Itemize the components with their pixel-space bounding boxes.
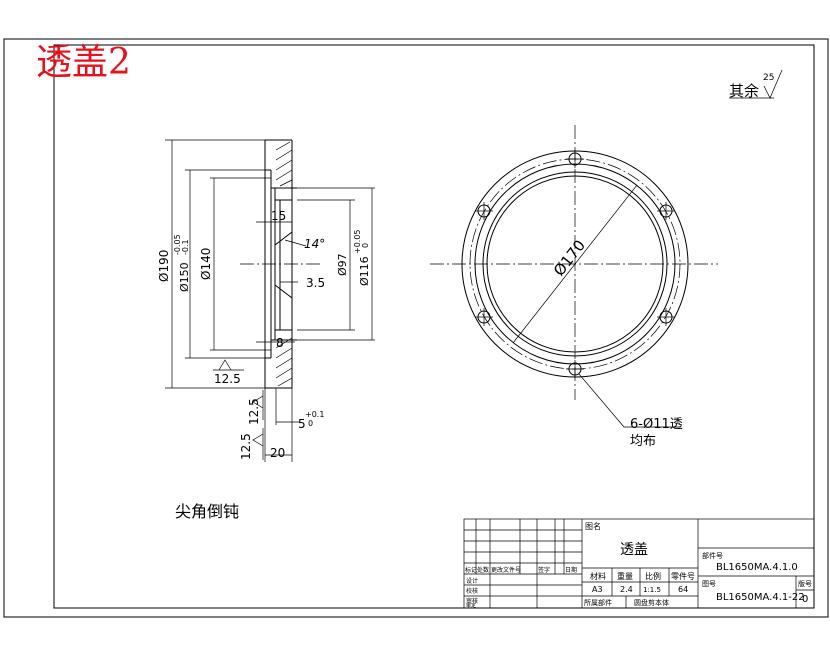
holes-note-line1: 6-Ø11透	[630, 417, 683, 432]
dim-d140: Ø140	[199, 248, 213, 280]
bolt-hole-marks	[475, 150, 675, 378]
sheet-value: 0	[802, 594, 808, 605]
rev-header-count: 处数	[477, 566, 489, 574]
label-drawing-no: 图号	[702, 580, 716, 588]
roughness-symbol-side-1	[213, 359, 244, 371]
col-parts: 零件号	[671, 571, 695, 581]
sign-row-approve: 审定	[466, 602, 476, 609]
dim-w5-tol-lower: 0	[308, 419, 313, 428]
sign-row-check: 校核	[466, 587, 478, 595]
rev-header-date: 日期	[565, 566, 577, 574]
dim-d190: Ø190	[157, 250, 171, 282]
dim-d170: Ø170	[550, 237, 589, 280]
dim-w20: 20	[270, 446, 285, 460]
col-material: 材料	[590, 571, 606, 581]
label-part-no: 部件号	[702, 551, 723, 560]
dim-w15: 15	[271, 209, 286, 223]
roughness-side-1: 12.5	[214, 372, 241, 386]
owner-value: 圆盘剪本体	[634, 598, 669, 607]
dim-d150: Ø150	[178, 262, 191, 292]
title-block	[463, 518, 815, 609]
weight-value: 2.4	[620, 585, 633, 594]
side-view-extension-lines	[165, 139, 375, 462]
roughness-side-3: 12.5	[239, 433, 253, 460]
dim-w8: 8	[276, 336, 284, 350]
dim-d97: Ø97	[336, 253, 349, 276]
technical-note: 尖角倒钝	[175, 502, 239, 521]
col-weight: 重量	[617, 571, 633, 581]
part-no: BL1650MA.4.1.0	[716, 562, 798, 573]
holes-leader	[578, 373, 680, 428]
col-scale: 比例	[645, 571, 661, 581]
parts-value: 64	[678, 585, 688, 594]
roughness-side-2: 12.5	[247, 398, 261, 425]
dim-d150-tol-upper: -0.05	[173, 234, 182, 255]
front-view-centerlines	[430, 125, 718, 400]
sign-row-review: 审核	[466, 597, 478, 605]
dim-w35: 3.5	[306, 276, 325, 290]
scale-value: 1:1.5	[643, 586, 661, 594]
roughness-symbol-side-2	[252, 390, 264, 420]
dim-d116-tol-upper: +0.05	[353, 229, 362, 254]
sheet-border	[3, 38, 829, 618]
dim-angle: 14°	[304, 237, 325, 251]
side-view-dimension-lines	[171, 140, 373, 456]
roughness-note-value: 25	[763, 73, 774, 83]
label-name: 图名	[585, 521, 601, 531]
dim-w5: 5	[298, 417, 306, 431]
roughness-note: 其余	[729, 82, 759, 100]
dim-w5-tol-upper: +0.1	[305, 410, 324, 419]
page-title: 透盖2	[36, 42, 131, 83]
dim-d116-tol-lower: 0	[361, 243, 370, 248]
holes-note-line2: 均布	[630, 434, 656, 449]
rev-header-sign: 签字	[538, 566, 550, 574]
rev-header-doc: 更改文件号	[491, 566, 521, 574]
roughness-symbol	[729, 69, 783, 99]
sign-row-design: 设计	[466, 577, 478, 585]
dim-d150-tol-lower: -0.1	[181, 239, 190, 255]
label-sheet: 版号	[798, 579, 812, 588]
part-name: 透盖	[620, 542, 648, 558]
rev-header-mark: 标记	[465, 566, 477, 574]
label-owner: 所属部件	[584, 598, 612, 607]
drawing-frame	[53, 44, 815, 609]
dim-d116: Ø116	[358, 256, 371, 286]
material-value: A3	[592, 585, 603, 594]
drawing-no: BL1650MA.4.1-22	[716, 592, 805, 603]
side-view-hatch	[275, 141, 293, 387]
roughness-symbol-side-3	[252, 428, 264, 460]
dim-d170-line	[512, 184, 638, 344]
